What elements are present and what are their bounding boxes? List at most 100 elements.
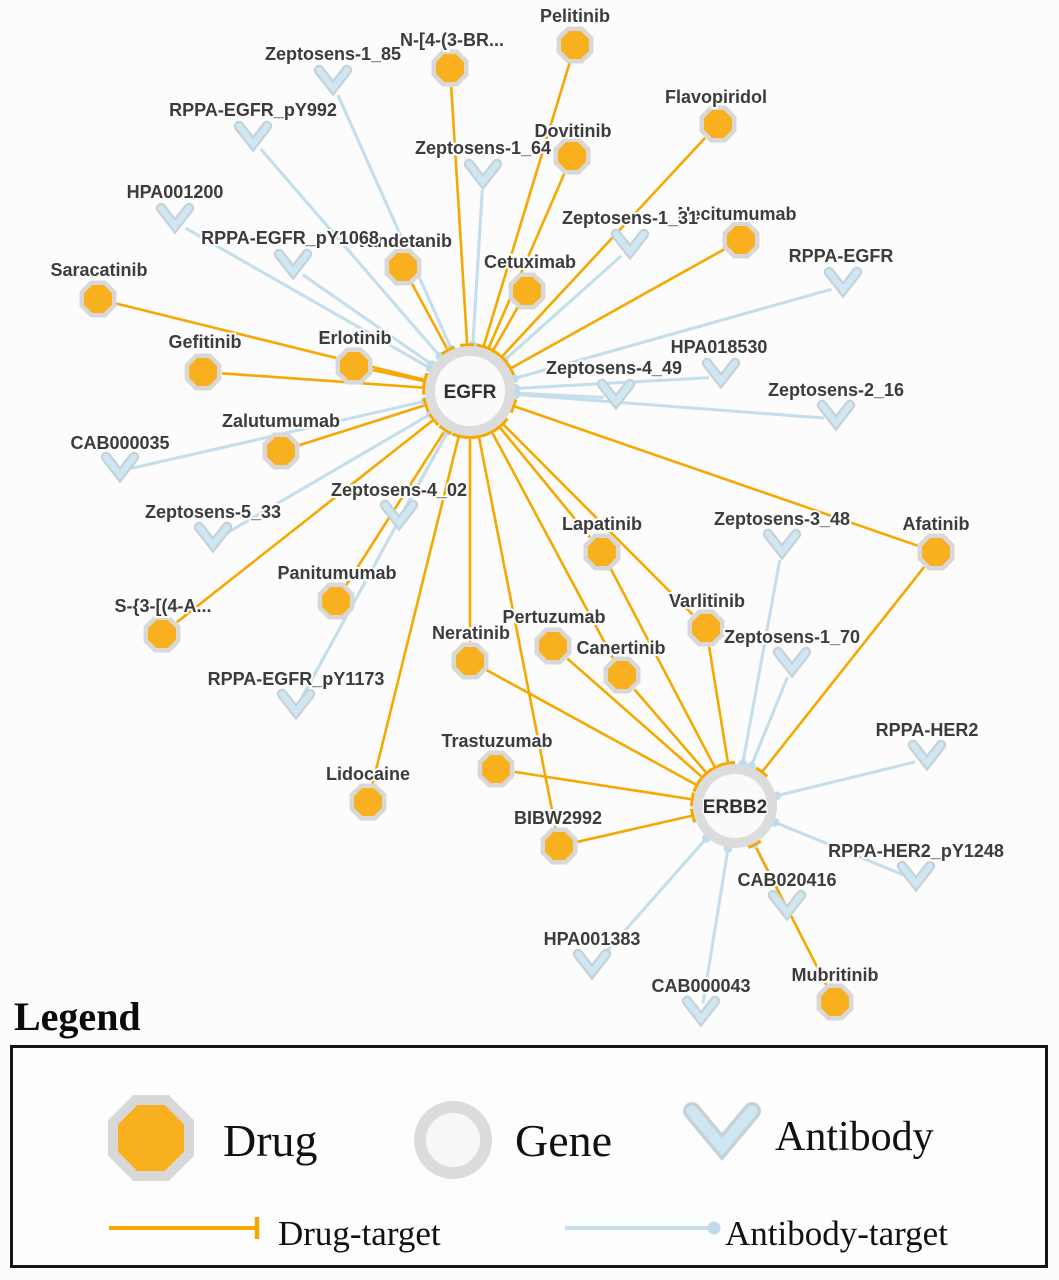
legend-drug-target-label: Drug-target [278,1214,441,1253]
legend-drug-icon [108,1095,194,1181]
edge-antibody-hpa018530-egfr [515,376,710,390]
edge-antibody-rppa_py1248-erbb2 [774,820,906,877]
drug-node-bibw2992[interactable] [540,827,578,865]
drug-node-lidocaine[interactable] [349,783,387,821]
edge-drug-pelitinib-egfr [482,62,571,348]
antibody-node-cab000043[interactable] [681,995,721,1028]
drug-node-s3_4a[interactable] [143,615,181,653]
edge-antibody-cab000043-erbb2 [701,848,730,1004]
node-label-s3_4a: S-{3-[(4-A... [114,596,211,616]
nodes-layer [79,26,955,1028]
drug-node-pelitinib[interactable] [556,26,594,64]
edge-drug-n4_3br-egfr [449,86,469,346]
drug-node-canertinib[interactable] [603,656,641,694]
antibody-node-z5_33[interactable] [193,521,233,554]
antibody-node-z1_70[interactable] [772,646,812,679]
drug-node-n4_3br[interactable] [431,49,469,87]
antibody-fill-rppa_py1173 [279,691,313,717]
node-label-hpa018530: HPA018530 [671,337,768,357]
edge-drug-bibw2992-egfr [477,435,557,828]
legend-drug-target-icon [109,1217,260,1239]
legend-drug-label: Drug [223,1115,318,1166]
antibody-node-hpa001383[interactable] [572,948,612,981]
antibody-node-rppa_her2[interactable] [907,739,947,772]
edge-tee-varlitinib [496,417,509,430]
edge-drug-vandetanib-egfr [410,283,450,352]
node-label-pelitinib: Pelitinib [540,6,610,26]
node-label-rppa_egfr: RPPA-EGFR [789,246,894,266]
edges-layer [116,62,926,1004]
edge-tee-s3_4a [428,412,440,427]
edge-tee-pertuzumab [696,771,709,785]
antibody-node-z2_16[interactable] [816,399,856,432]
drug-node-varlitinib[interactable] [687,609,725,647]
drug-node-flavopiridol[interactable] [699,105,737,143]
edge-antibody-z1_31-egfr [503,254,623,362]
antibody-node-rppa_py992[interactable] [233,120,273,153]
antibody-fill-z4_49 [599,381,633,407]
drug-node-neratinib[interactable] [451,642,489,680]
node-label-necitumumab: Necitumumab [677,204,796,224]
antibody-node-z1_64[interactable] [463,158,503,191]
edge-tee-afatinib [755,766,769,778]
antibody-node-z4_49[interactable] [596,378,636,411]
drug-node-erlotinib[interactable] [335,347,373,385]
node-label-neratinib: Neratinib [432,623,510,643]
drug-node-trastuzumab[interactable] [477,750,515,788]
node-label-erlotinib: Erlotinib [319,328,392,348]
antibody-node-cab000035[interactable] [100,451,140,484]
node-label-panitumumab: Panitumumab [277,563,396,583]
drug-node-lapatinib[interactable] [583,533,621,571]
antibody-fill-cab020416 [770,892,804,918]
node-label-z1_64: Zeptosens-1_64 [415,138,551,158]
edge-drug-cetuximab-egfr [491,306,519,352]
antibody-fill-hpa001383 [575,951,609,977]
antibody-node-hpa018530[interactable] [701,357,741,390]
edge-tee-cetuximab [485,346,500,356]
drug-node-cetuximab[interactable] [508,272,546,310]
antibody-fill-rppa_her2 [910,742,944,768]
drug-node-mubritinib[interactable] [816,983,854,1021]
antibody-node-hpa001200[interactable] [155,202,195,235]
node-label-z4_49: Zeptosens-4_49 [546,358,682,378]
edge-antibody-z1_85-egfr [336,94,453,350]
drug-node-gefitinib[interactable] [184,353,222,391]
node-label-rppa_her2: RPPA-HER2 [876,720,979,740]
antibody-node-rppa_py1248[interactable] [896,860,936,893]
drug-node-zalutumumab[interactable] [262,432,300,470]
antibody-node-cab020416[interactable] [767,889,807,922]
antibody-node-z1_31[interactable] [610,228,650,261]
antibody-node-rppa_egfr[interactable] [823,266,863,299]
node-label-cab000035: CAB000035 [70,433,169,453]
node-label-varlitinib: Varlitinib [669,591,745,611]
node-label-trastuzumab: Trastuzumab [441,731,552,751]
node-label-cab000043: CAB000043 [651,976,750,996]
antibody-node-rppa_py1173[interactable] [276,688,316,721]
node-label-z1_85: Zeptosens-1_85 [265,44,401,64]
edge-drug-neratinib-erbb2 [486,668,698,787]
antibody-node-rppa_py1068[interactable] [273,248,313,281]
gene-node-egfr[interactable] [425,346,515,436]
drug-node-panitumumab[interactable] [317,582,355,620]
edge-tee-mubritinib [747,839,762,850]
gene-node-erbb2[interactable] [693,764,777,848]
antibody-node-z1_85[interactable] [313,64,353,97]
node-label-lapatinib: Lapatinib [562,514,642,534]
drug-node-saracatinib[interactable] [79,280,117,318]
labels-layer: EGFRERBB2PelitinibN-[4-(3-BR...Flavopiri… [48,4,1005,998]
node-label-bibw2992: BIBW2992 [514,808,602,828]
drug-node-necitumumab[interactable] [722,221,760,259]
antibody-node-z4_02[interactable] [379,499,419,532]
antibody-fill-z5_33 [196,524,230,550]
edge-tee-varlitinib [720,760,736,767]
drug-node-vandetanib[interactable] [384,248,422,286]
drug-node-pertuzumab[interactable] [534,627,572,665]
edge-antibody-z1_70-erbb2 [749,676,789,767]
node-label-n4_3br: N-[4-(3-BR... [400,30,504,50]
drug-node-afatinib[interactable] [917,533,955,571]
antibody-fill-rppa_py992 [236,123,270,149]
drug-node-dovitinib[interactable] [553,137,591,175]
antibody-node-z3_48[interactable] [762,528,802,561]
